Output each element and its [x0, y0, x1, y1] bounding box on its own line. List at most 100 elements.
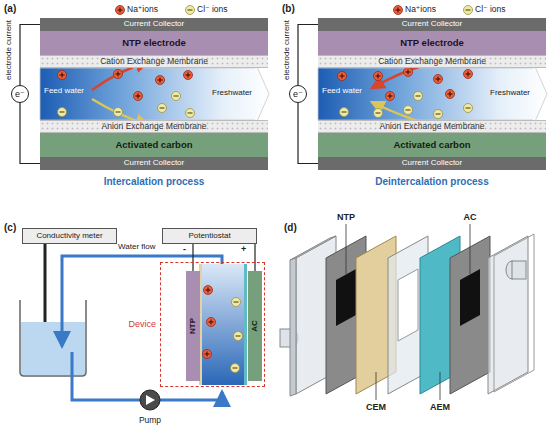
beaker [20, 300, 86, 376]
chloride-ion [234, 332, 243, 341]
minus-sign [233, 367, 238, 368]
pump-symbol [140, 390, 160, 410]
text-label: - [183, 245, 186, 255]
sodium-ion [374, 72, 383, 81]
plus-sign [407, 70, 408, 75]
ntp-strip: NTP [186, 271, 200, 381]
node-label: Current Collector [402, 159, 462, 168]
minus-sign [60, 111, 65, 112]
ntp-electrode: NTP electrode [40, 31, 268, 55]
node-label: Anion Exchange Membrane [102, 122, 207, 131]
text-label: Feed water [322, 87, 362, 96]
node-label: NTP electrode [400, 38, 464, 48]
plus-sign [137, 94, 138, 99]
legend-text: Na⁺ions [405, 5, 436, 14]
sodium-ion [207, 318, 216, 327]
sodium-ion [204, 286, 213, 295]
chloride-ion [172, 92, 181, 101]
current-collector: Current Collector [40, 18, 268, 31]
potentiostat-box: Potentiostat [162, 228, 257, 244]
node-label: Current Collector [124, 159, 184, 168]
node-label: Cation Exchange Membrane [100, 57, 208, 66]
text-label: Water flow [118, 243, 156, 252]
chloride-ion [434, 110, 443, 119]
wire [254, 244, 255, 271]
chloride-ion [114, 108, 123, 117]
node-label: NTP electrode [122, 38, 186, 48]
carbon-electrode: Activated carbon [318, 133, 546, 157]
minus-sign [406, 109, 411, 110]
water-channel [318, 62, 547, 126]
ntp-electrode: NTP electrode [318, 31, 546, 55]
sodium-ion [446, 90, 455, 99]
sodium-ion [404, 68, 413, 77]
beaker-water [21, 322, 85, 375]
text-label: Pump [139, 416, 161, 425]
anion-membrane: Anion Exchange Membrane [318, 120, 546, 133]
chloride-ion [186, 6, 195, 15]
cell-stack [280, 234, 534, 396]
plus-sign [207, 288, 208, 293]
text-label: CEM [366, 403, 386, 413]
text-label: AC [464, 213, 477, 223]
sodium-ion [134, 92, 143, 101]
sodium-ion [116, 6, 125, 15]
pump-symbol [146, 395, 155, 405]
device-box: DeviceNTPAC [160, 262, 265, 387]
text-label: Intercalation process [104, 176, 205, 187]
text-label: (d) [284, 222, 297, 233]
minus-sign [376, 112, 381, 113]
plus-sign [159, 78, 160, 83]
plus-sign [389, 94, 390, 99]
current-collector: Current Collector [318, 157, 546, 170]
cation-membrane: Cation Exchange Membrane [40, 55, 268, 68]
text-label: Deintercalation process [375, 176, 488, 187]
wire [192, 244, 193, 271]
cation-membrane: Cation Exchange Membrane [318, 55, 546, 68]
node-label: Activated carbon [115, 140, 192, 150]
sodium-ion [203, 350, 212, 359]
carbon-electrode: Activated carbon [40, 133, 268, 157]
plus-sign [119, 8, 120, 13]
sodium-ion [394, 6, 403, 15]
plus-sign [210, 320, 211, 325]
node-label: Potentiostat [188, 232, 230, 241]
text-label: (b) [282, 3, 295, 14]
meter-box: Conductivity meter [22, 228, 117, 244]
text-label: (c) [4, 222, 16, 233]
legend-text: Na⁺ions [127, 5, 158, 14]
text-label: NTP [337, 213, 355, 223]
minus-sign [174, 95, 179, 96]
minus-sign [188, 9, 193, 10]
plus-sign [449, 92, 450, 97]
plus-sign [61, 73, 62, 78]
node-label: AC [251, 320, 260, 332]
plus-sign [341, 74, 342, 79]
current-collector: Current Collector [40, 157, 268, 170]
text-label: electrode current [5, 20, 14, 80]
ion-symbols [51, 6, 523, 373]
minus-sign [342, 111, 347, 112]
chloride-ion [414, 92, 423, 101]
current-symbol: e⁻ [11, 85, 29, 103]
plus-sign [437, 77, 438, 82]
minus-sign [436, 113, 441, 114]
plus-sign [377, 74, 378, 79]
plus-sign [467, 72, 468, 77]
text-label: Feed water [44, 87, 84, 96]
node-label: Activated carbon [393, 140, 470, 150]
text-label: + [241, 245, 246, 255]
sodium-ion [58, 71, 67, 80]
sodium-ion [338, 72, 347, 81]
chloride-ion [340, 108, 349, 117]
chloride-ion [158, 104, 167, 113]
sodium-ion [464, 70, 473, 79]
legend-text: Cl⁻ ions [197, 5, 227, 14]
node-label: Conductivity meter [36, 232, 102, 241]
text-label: electrode current [283, 20, 292, 80]
current-collector: Current Collector [318, 18, 546, 31]
plus-sign [206, 352, 207, 357]
anion-membrane [244, 264, 247, 385]
chloride-ion [374, 109, 383, 118]
